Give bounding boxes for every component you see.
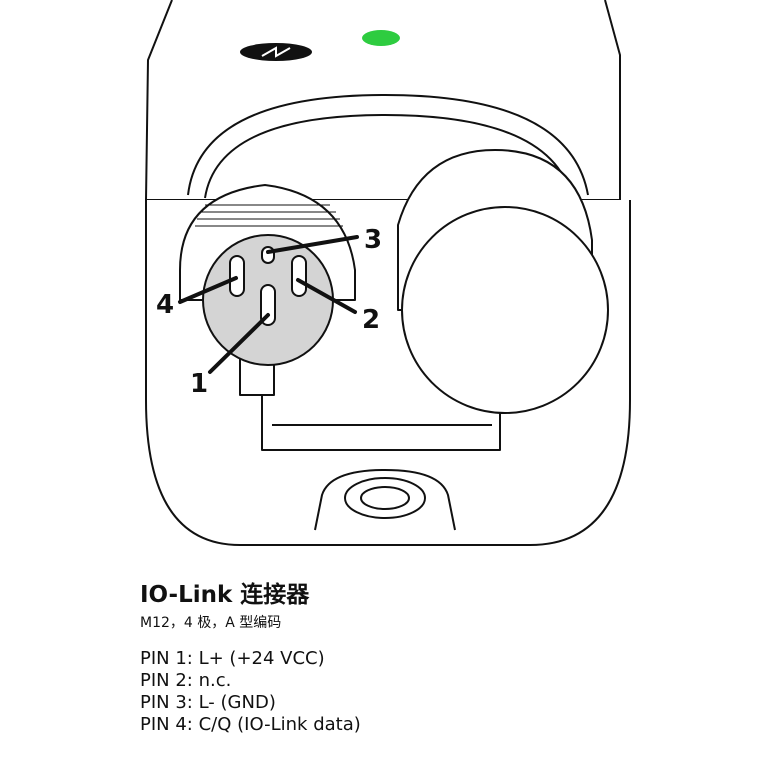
status-led	[362, 30, 400, 46]
pin-assignment-1: PIN 1: L+ (+24 VCC)	[140, 648, 325, 669]
pin-label-2: 2	[362, 305, 380, 335]
pin-label-3: 3	[364, 225, 382, 255]
direction-arrow-icon	[261, 46, 291, 58]
pin-label-4: 4	[156, 290, 174, 320]
pin-label-1: 1	[190, 369, 208, 399]
pin-contact-4	[229, 255, 245, 297]
pin-contact-1	[260, 284, 276, 326]
connector-title: IO-Link 连接器	[140, 582, 310, 608]
pin-assignment-3: PIN 3: L- (GND)	[140, 692, 276, 713]
connector-subtitle: M12，4 极，A 型编码	[140, 615, 282, 631]
pin-assignment-4: PIN 4: C/Q (IO-Link data)	[140, 714, 361, 735]
leader-line-3	[266, 235, 359, 254]
pin-contact-2	[291, 255, 307, 297]
lower-frame	[261, 395, 501, 451]
cap-face	[401, 206, 609, 414]
pin-assignment-2: PIN 2: n.c.	[140, 670, 232, 691]
leader-line-1	[208, 313, 270, 374]
connector-caption: IO-Link 连接器 M12，4 极，A 型编码 PIN 1: L+ (+24…	[140, 578, 740, 736]
device-diagram: 1 2 3 4	[145, 0, 631, 546]
leader-line-2	[296, 278, 357, 314]
connector-recess-inner	[204, 114, 573, 199]
thread-lines	[195, 204, 343, 227]
pin-assignment-list: PIN 1: L+ (+24 VCC) PIN 2: n.c. PIN 3: L…	[140, 648, 740, 736]
leader-line-4	[178, 276, 238, 304]
mounting-hole-inner	[360, 486, 410, 510]
